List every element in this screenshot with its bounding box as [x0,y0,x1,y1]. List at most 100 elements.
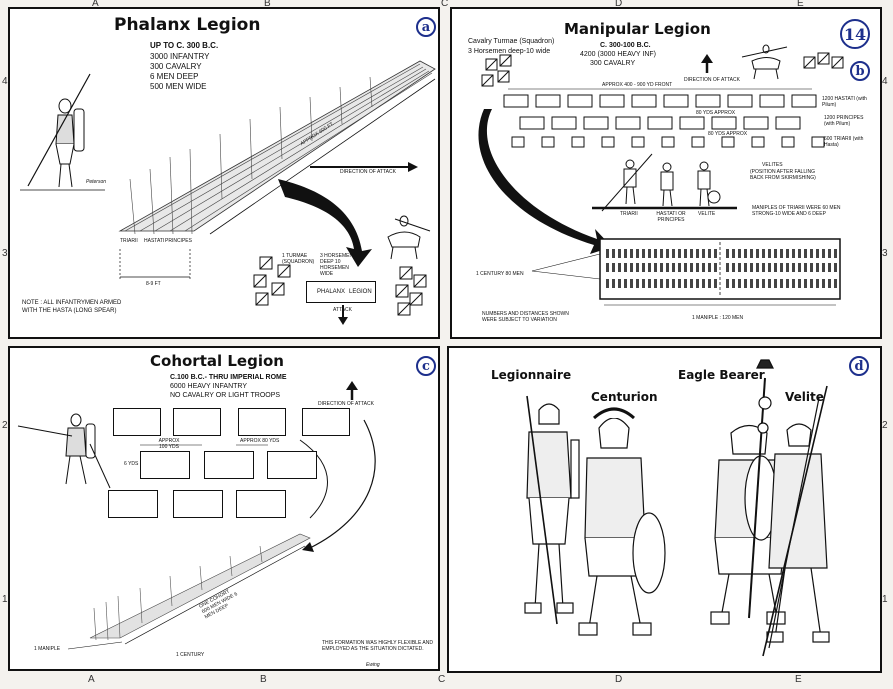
soldier-mark [696,263,699,272]
panel-a-turma-label: 1 TURMAE (SQUADRON) [282,253,315,265]
soldier-mark [732,263,735,272]
panel-b-triarii-label: 600 TRIARII (with Hasta) [824,136,864,148]
panel-c-signature: Ewing [366,662,380,668]
cohortal-diagram [17,381,376,650]
panel-phalanx-legion: a Phalanx Legion UP TO C. 300 B.C. 3000 … [8,7,440,339]
soldier-mark [798,263,801,272]
soldier-mark [606,279,609,288]
soldier-mark [636,263,639,272]
grid-number-3-right: 3 [882,248,888,259]
panel-a-signature: Peterson [86,179,107,185]
soldier-mark [618,279,621,288]
manipular-diagram [478,44,844,306]
soldier-mark [660,279,663,288]
soldier-mark [774,263,777,272]
cohort-box-3 [238,408,286,436]
soldier-mark [756,263,759,272]
soldier-mark [708,263,711,272]
soldier-mark [780,263,783,272]
soldier-mark [642,279,645,288]
grid-letter-c-bottom: C [438,674,446,685]
soldier-mark [648,249,651,258]
soldier-mark [702,249,705,258]
soldier-mark [654,263,657,272]
phalanx-diagram [20,60,436,325]
soldier-mark [834,263,837,272]
soldier-mark [726,263,729,272]
cohort-box-6 [204,451,254,479]
panel-c-gap2: APPROX 80 YDS [240,438,280,444]
grid-letter-e-bottom: E [795,674,802,685]
label-centurion: Centurion [591,390,658,404]
soldier-mark [648,263,651,272]
soldier-mark [666,279,669,288]
soldier-mark [654,279,657,288]
soldier-mark [612,263,615,272]
soldier-mark [726,249,729,258]
panel-b-infantry: 4200 (3000 HEAVY INF) [580,51,657,58]
legion-box-legion: LEGION [349,289,372,295]
panel-b-soldier-triarii: TRIARII [620,211,638,217]
soldier-mark [798,249,801,258]
label-eagle-bearer: Eagle Bearer [678,368,765,382]
soldier-mark [696,279,699,288]
soldier-mark [612,279,615,288]
soldier-mark [678,279,681,288]
soldier-mark [774,249,777,258]
panel-b-date: C. 300-100 B.C. [600,42,651,49]
soldier-mark [750,249,753,258]
cohort-box-4 [302,408,350,436]
panel-a-direction: DIRECTION OF ATTACK [340,169,396,175]
panel-b-velites: VELITES [762,162,783,168]
grid-number-4-left: 4 [2,76,8,87]
soldier-mark [618,249,621,258]
grid-letter-d-top: D [615,0,623,9]
soldier-mark [702,263,705,272]
cohort-box-5 [140,451,190,479]
soldier-mark [804,279,807,288]
soldier-mark [834,279,837,288]
panel-a-attack: ATTACK [333,307,352,313]
panel-b-soldier-hastati: HASTATI OR PRINCIPES [656,211,686,223]
soldier-mark [606,263,609,272]
soldier-mark [660,249,663,258]
label-legionnaire: Legionnaire [491,368,572,382]
soldier-mark [708,279,711,288]
label-velite: Velite [785,390,824,404]
panel-b-maniple-note: MANIPLES OF TRIARII WERE 60 MEN STRONG-1… [752,205,841,217]
soldier-mark [750,263,753,272]
soldier-mark [672,249,675,258]
cohort-box-7 [267,451,317,479]
panel-c-no-cavalry: NO CAVALRY OR LIGHT TROOPS [170,392,281,399]
soldier-mark [714,263,717,272]
soldier-mark [732,249,735,258]
soldier-mark [798,279,801,288]
soldier-mark [810,279,813,288]
panel-b-gap2: 80 YDS APPROX [708,131,748,137]
panel-a-badge: a [416,17,436,37]
grid-letter-b-top: B [264,0,271,9]
panel-a-title: Phalanx Legion [114,15,261,35]
soldier-mark [624,279,627,288]
soldier-mark [774,279,777,288]
grid-number-1-left: 1 [2,594,8,605]
soldier-mark [672,279,675,288]
soldier-illustration [524,359,830,657]
grid-letter-b-bottom: B [260,674,267,685]
soldier-mark [702,279,705,288]
soldier-mark [810,263,813,272]
soldier-mark [780,249,783,258]
panel-c-infantry: 6000 HEAVY INFANTRY [170,383,248,390]
soldier-mark [648,279,651,288]
soldier-mark [744,263,747,272]
panel-a-rank-hastati: HASTATI [144,238,165,244]
panel-a-infantry: 3000 INFANTRY [150,52,210,61]
soldier-mark [678,263,681,272]
soldier-mark [792,249,795,258]
soldier-mark [654,249,657,258]
soldier-mark [786,249,789,258]
soldier-mark [810,249,813,258]
grid-number-2-right: 2 [882,420,888,431]
soldier-mark [642,263,645,272]
soldier-mark [738,279,741,288]
